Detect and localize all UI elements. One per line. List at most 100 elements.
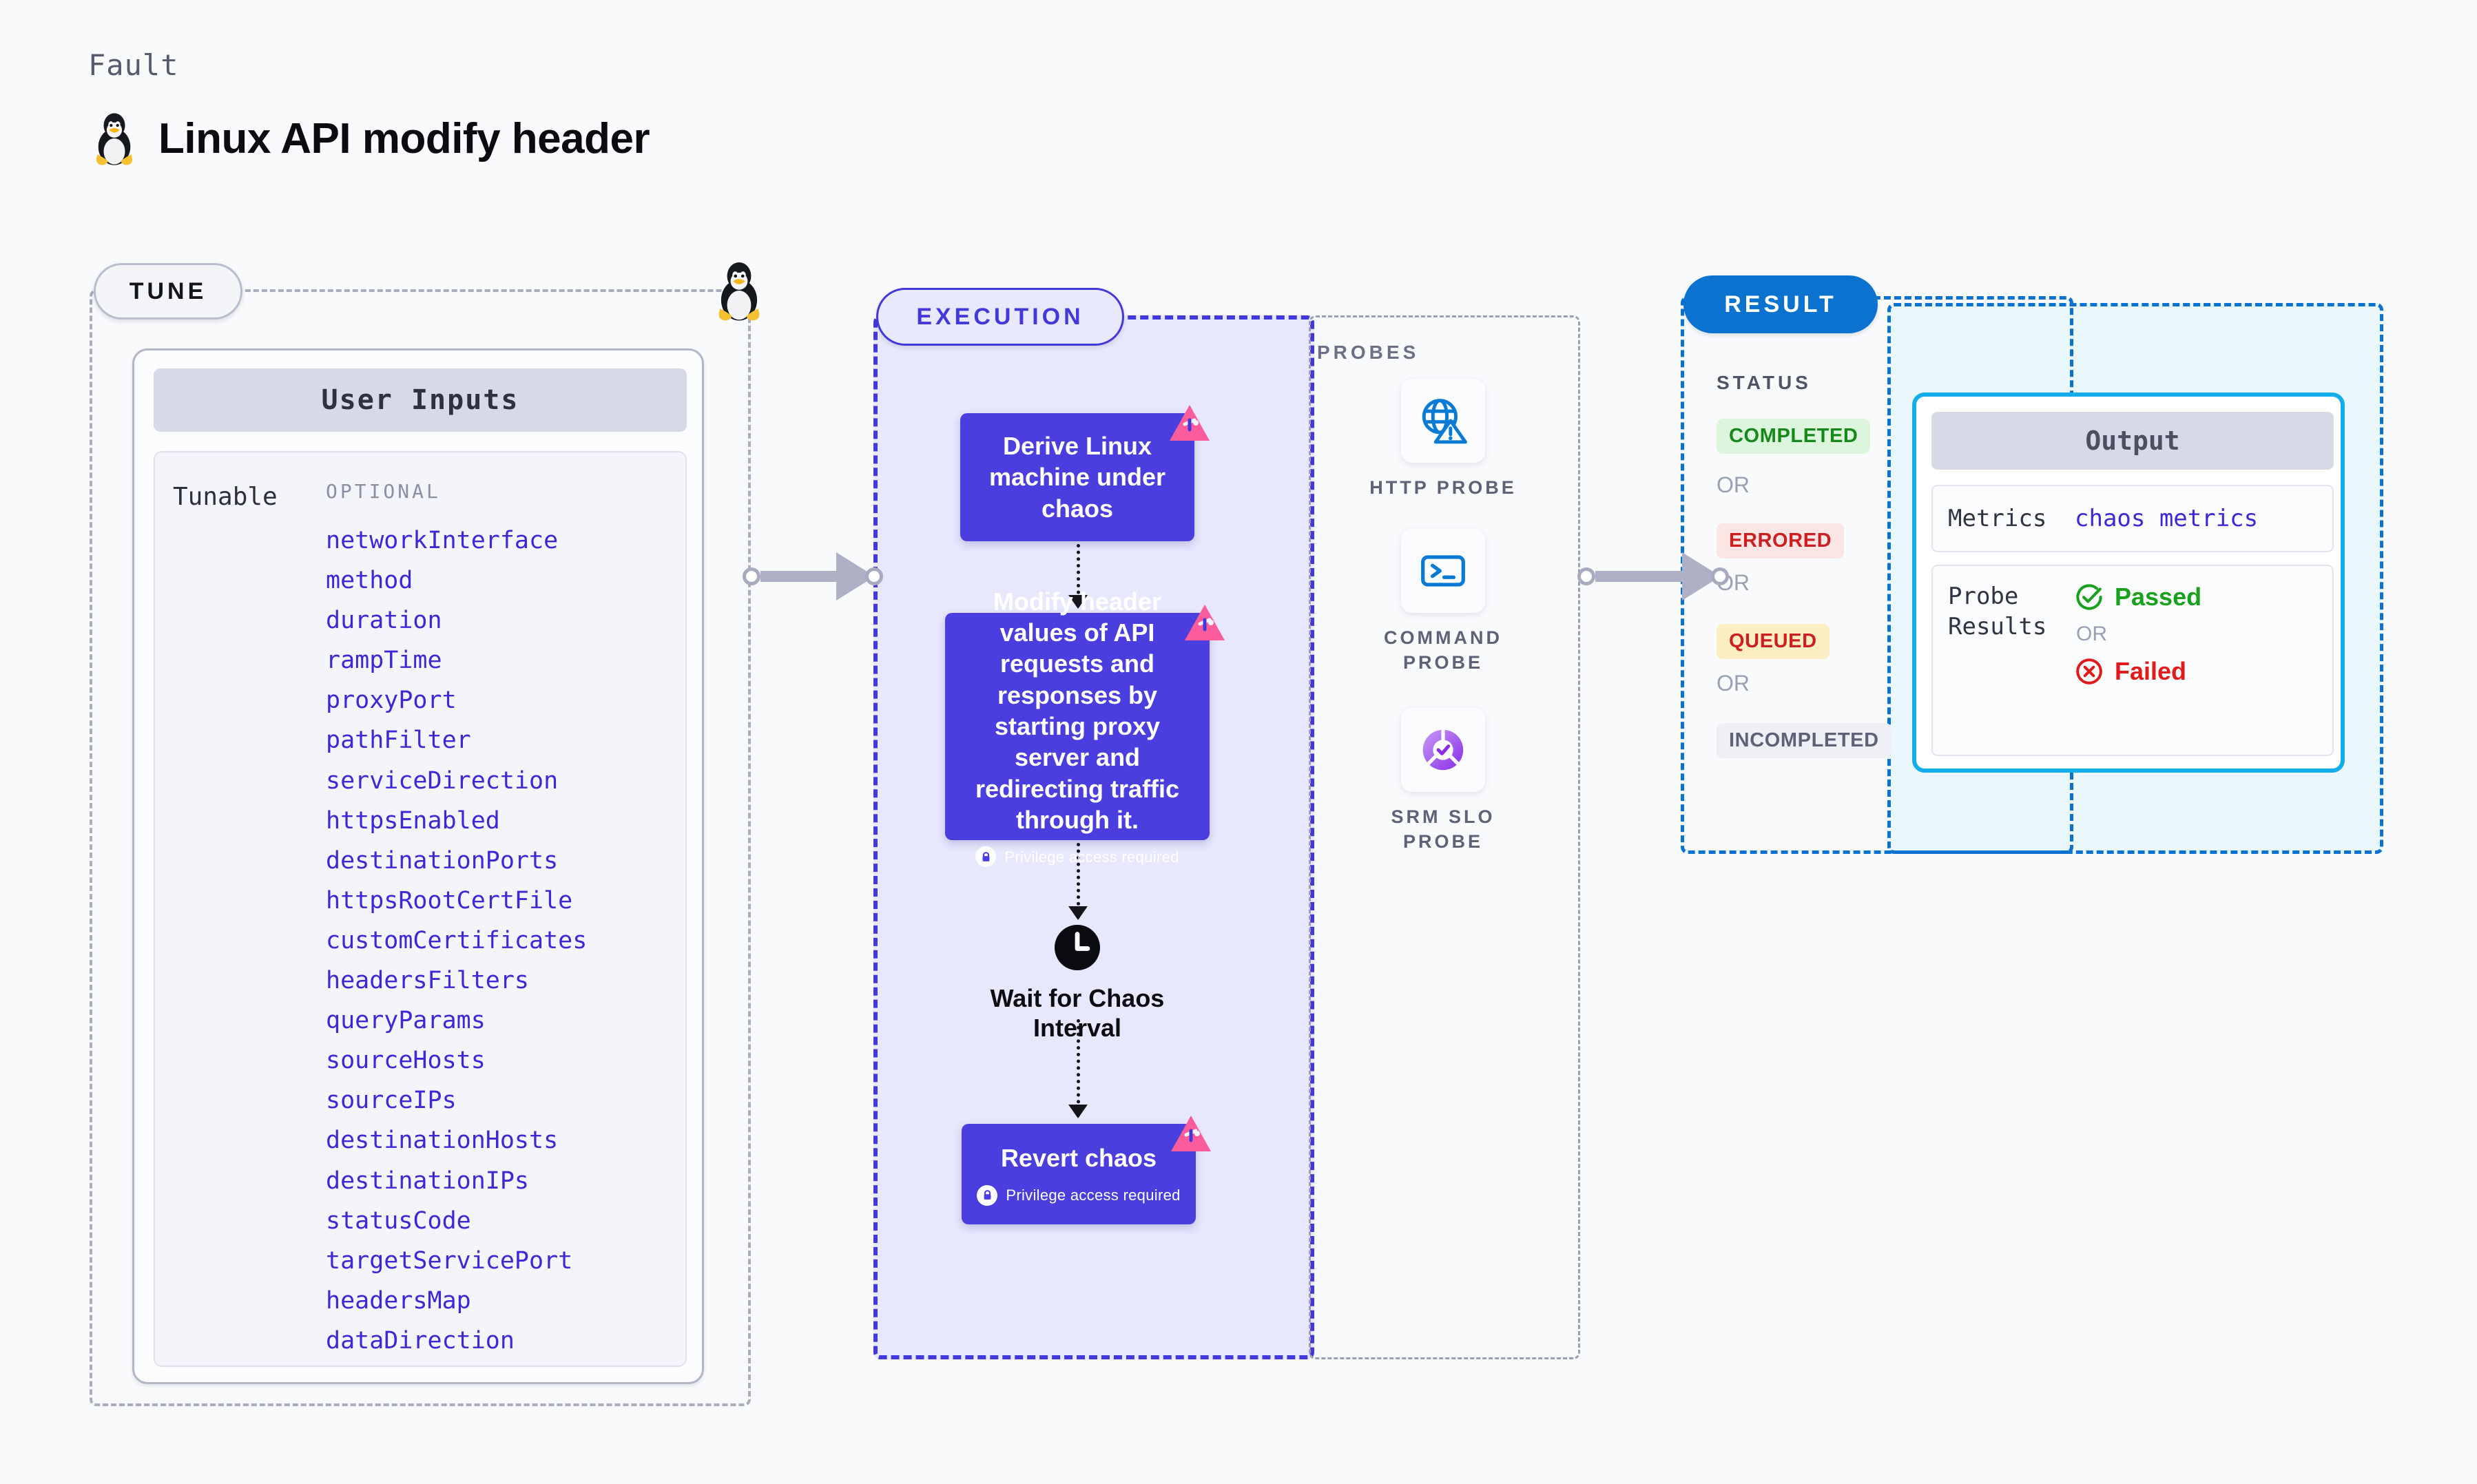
flow-arrow-2: [1068, 843, 1088, 920]
clock-icon: [1055, 925, 1100, 970]
param-httpsenabled[interactable]: httpsEnabled: [326, 806, 500, 835]
connector-end-dot: [865, 567, 883, 585]
param-customcertificates[interactable]: customCertificates: [326, 926, 588, 954]
probe-result-failed: Failed: [2075, 657, 2201, 686]
param-destinationips[interactable]: destinationIPs: [326, 1167, 530, 1195]
connector-bar: [1595, 571, 1683, 582]
chaos-badge-icon: [1185, 605, 1225, 640]
probe-result-passed: Passed: [2075, 583, 2201, 612]
param-destinationhosts[interactable]: destinationHosts: [326, 1127, 559, 1155]
param-statuscode[interactable]: statusCode: [326, 1206, 471, 1235]
lock-icon: [975, 846, 997, 868]
connector-start-dot: [1577, 567, 1595, 585]
lock-icon: [977, 1184, 998, 1206]
linux-tux-icon: [96, 113, 133, 165]
srm-slo-donut-icon: [1422, 729, 1464, 771]
param-targetserviceport[interactable]: targetServicePort: [326, 1246, 573, 1275]
probe-srm-slo[interactable]: SRM SLO PROBE: [1364, 708, 1522, 855]
param-method[interactable]: method: [326, 567, 413, 595]
execution-step-label: Revert chaos: [1000, 1144, 1157, 1173]
chaos-badge-icon: [1170, 405, 1210, 441]
probe-results-values: Passed OR Failed: [2075, 581, 2201, 740]
status-badge-errored: ERRORED: [1717, 523, 1845, 558]
metrics-key-label: Metrics: [1948, 504, 2047, 532]
param-servicedirection[interactable]: serviceDirection: [326, 766, 559, 795]
status-badge-incompleted: INCOMPLETED: [1717, 723, 1892, 758]
probe-http[interactable]: HTTP PROBE: [1364, 379, 1522, 500]
flow-arrow-tip: [1068, 1105, 1088, 1118]
output-title: Output: [1931, 412, 2334, 470]
output-row-metrics: Metrics chaos metrics: [1931, 485, 2334, 552]
probe-failed-label: Failed: [2115, 657, 2187, 685]
param-proxyport[interactable]: proxyPort: [326, 687, 457, 715]
tunable-label: Tunable: [173, 483, 278, 511]
metrics-value-link[interactable]: chaos metrics: [2075, 505, 2259, 532]
connector-tune-to-execution: [743, 552, 883, 600]
page-kicker: Fault: [88, 48, 179, 82]
probe-tile: [1401, 379, 1485, 463]
execution-step-derive-machine[interactable]: Derive Linux machine under chaos: [960, 413, 1194, 541]
param-sourceips[interactable]: sourceIPs: [326, 1087, 457, 1115]
probes-region: [1309, 315, 1580, 1359]
connector-bar: [760, 571, 838, 582]
execution-step-label: Derive Linux machine under chaos: [988, 431, 1166, 523]
param-queryparams[interactable]: queryParams: [326, 1007, 486, 1035]
execution-pill-label: EXECUTION: [876, 288, 1124, 346]
result-pill-label: RESULT: [1683, 275, 1878, 333]
privilege-required-note: Privilege access required: [977, 1184, 1180, 1206]
execution-step-modify-header[interactable]: Modify header values of API requests and…: [945, 587, 1210, 868]
flow-arrow-line: [1077, 843, 1080, 919]
param-duration[interactable]: duration: [326, 607, 442, 635]
tune-pill-label: TUNE: [94, 263, 242, 320]
chaos-badge-icon: [1171, 1116, 1211, 1151]
param-networkinterface[interactable]: networkInterface: [326, 527, 559, 554]
probe-passed-label: Passed: [2115, 583, 2202, 611]
flow-arrow-line: [1077, 1019, 1080, 1117]
output-row-probe-results: Probe Results Passed OR Failed: [1931, 565, 2334, 756]
probe-label: HTTP PROBE: [1369, 477, 1517, 498]
param-headersfilters[interactable]: headersFilters: [326, 967, 530, 995]
flow-arrow-line: [1077, 544, 1080, 607]
user-inputs-title: User Inputs: [154, 368, 687, 432]
page-title-row: Linux API modify header: [90, 110, 650, 167]
probe-tile: [1401, 708, 1485, 792]
probe-command[interactable]: COMMAND PROBE: [1364, 529, 1522, 676]
privilege-required-note: Privilege access required: [975, 846, 1179, 868]
execution-step-label: Modify header values of API requests and…: [975, 587, 1180, 835]
param-pathfilter[interactable]: pathFilter: [326, 727, 471, 755]
check-circle-icon: [2076, 584, 2102, 610]
status-or-3: OR: [1717, 671, 1750, 696]
execution-step-revert-chaos[interactable]: Revert chaos Privilege access required: [962, 1124, 1196, 1224]
param-ramptime[interactable]: rampTime: [326, 647, 442, 675]
probe-label: COMMAND PROBE: [1384, 627, 1502, 673]
optional-params-column: OPTIONAL networkInterface method duratio…: [326, 470, 685, 1366]
connector-end-dot: [1711, 567, 1729, 585]
flow-arrow-tip: [1068, 906, 1088, 920]
tunable-group: Tunable OPTIONAL networkInterface method…: [154, 451, 687, 1367]
param-sourcehosts[interactable]: sourceHosts: [326, 1047, 486, 1075]
status-section-label: STATUS: [1717, 372, 1812, 393]
wait-interval-label: Wait for Chaos Interval: [990, 984, 1165, 1043]
param-datadirection[interactable]: dataDirection: [326, 1326, 515, 1355]
terminal-icon: [1421, 555, 1465, 587]
param-httpsrootcertfile[interactable]: httpsRootCertFile: [326, 886, 573, 915]
execution-step-wait-interval: Wait for Chaos Interval: [991, 923, 1164, 1043]
param-destinationports[interactable]: destinationPorts: [326, 846, 559, 875]
linux-tux-connector-icon: [718, 262, 760, 321]
output-card: Output Metrics chaos metrics Probe Resul…: [1912, 393, 2345, 773]
param-headersmap[interactable]: headersMap: [326, 1286, 471, 1315]
connector-execution-to-result: [1577, 552, 1729, 600]
page-title: Linux API modify header: [158, 114, 650, 163]
probes-section-label: PROBES: [1317, 342, 1420, 363]
tune-region: [90, 289, 751, 1406]
probe-label: SRM SLO PROBE: [1391, 806, 1495, 853]
optional-header: OPTIONAL: [326, 480, 441, 503]
probe-results-or: OR: [2076, 623, 2107, 645]
x-circle-icon: [2076, 658, 2102, 684]
flow-arrow-1: [1068, 544, 1088, 609]
flow-arrow-tip: [1068, 595, 1088, 609]
status-or-1: OR: [1717, 472, 1750, 497]
flow-arrow-3: [1068, 1019, 1088, 1118]
status-badge-queued: QUEUED: [1717, 624, 1830, 659]
